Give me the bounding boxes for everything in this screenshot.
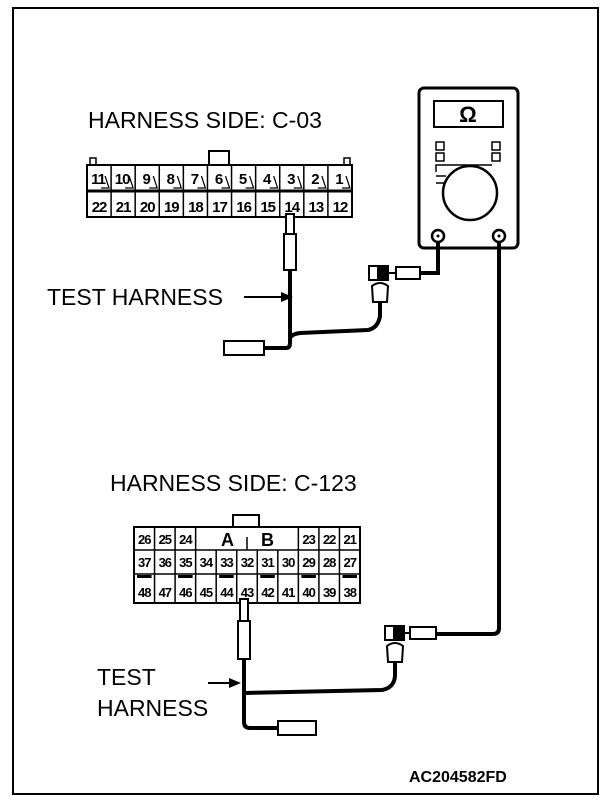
c123-pin-47: 47 [159,585,172,600]
c123-pin-28: 28 [323,555,336,570]
c123-label: HARNESS SIDE: C-123 [110,470,357,496]
c123-pin-30: 30 [282,555,295,570]
meter-indicator-1 [435,141,445,151]
c03-pin-16: 16 [236,199,251,216]
c123-pin-31: 31 [261,555,274,570]
lower-harness-arrow [208,678,241,688]
group-label-b: B [261,530,274,550]
meter-indicator-4 [491,152,501,162]
meter-indicator-3 [491,141,501,151]
c03-pin-4: 4 [263,171,272,188]
c03-label: HARNESS SIDE: C-03 [88,107,322,133]
c03-pin-22: 22 [92,199,107,216]
c123-pin-33: 33 [220,555,233,570]
c123-pin-34: 34 [200,555,214,570]
meter-indicator-2 [435,152,445,162]
c123-pin-43: 43 [241,585,254,600]
c123-pin-38: 38 [343,585,356,600]
c123-pin-39: 39 [323,585,336,600]
c03-pin-18: 18 [188,199,203,216]
c123-pin-45: 45 [200,585,213,600]
c123-pin-29: 29 [302,555,315,570]
meter-display [433,100,504,128]
c03-pin-2: 2 [311,171,319,188]
upper-alligator-clip [368,242,440,303]
c123-pin-44: 44 [220,585,234,600]
c03-pin-1: 1 [335,171,343,188]
test-harness-upper-label: TEST HARNESS [47,284,223,310]
c03-pin-5: 5 [239,171,247,188]
c123-pin-24: 24 [179,532,193,547]
c123-pin-40: 40 [302,585,315,600]
c03-pin-10: 10 [115,171,130,188]
c03-pin-11: 11 [91,171,106,188]
ohmmeter: Ω [417,86,520,250]
c03-pin-9: 9 [143,171,151,188]
c03-pin-13: 13 [309,199,324,216]
c123-pin-42: 42 [261,585,274,600]
lower-alligator-clip [384,625,437,663]
c03-pin-6: 6 [215,171,223,188]
c03-latch [208,150,230,166]
c03-pin-12: 12 [333,199,348,216]
c123-pin-41: 41 [282,585,295,600]
c123-pin-48: 48 [138,585,151,600]
c03-pin-21: 21 [116,199,131,216]
c123-pin-26: 26 [138,532,151,547]
lower-test-harness [237,598,397,736]
c123-pin-25: 25 [159,532,172,547]
c03-pin-17: 17 [212,199,227,216]
c03-pin-7: 7 [191,171,199,188]
figure-frame [12,7,599,795]
c123-pin-35: 35 [179,555,192,570]
c123-pin-46: 46 [179,585,192,600]
c03-pin-3: 3 [287,171,295,188]
c123-pin-37: 37 [138,555,151,570]
ohm-symbol: Ω [459,102,477,127]
connector-c123: 26 25 24 23 22 21 37 36 35 34 33 32 31 30 29 28 27 48 47 46… [133,514,361,604]
c03-pin-15: 15 [260,199,275,216]
upper-harness-arrow [244,292,293,302]
c03-pin-14: 14 [284,199,300,216]
c03-pin-20: 20 [140,199,155,216]
figure-code: AC204582FD [409,769,507,786]
c123-pin-27: 27 [343,555,356,570]
c123-pin-22: 22 [323,532,336,547]
c03-pin-8: 8 [167,171,175,188]
c123-pin-32: 32 [241,555,254,570]
group-label-a: A [221,530,234,550]
test-harness-lower-label-line1: TEST [97,664,156,690]
c123-latch [232,514,260,528]
right-meter-lead [436,242,501,636]
c123-pin-36: 36 [159,555,172,570]
test-harness-lower-label-line2: HARNESS [97,695,208,721]
c123-pin-21: 21 [343,532,356,547]
selector-dial [441,164,499,222]
c03-pin-19: 19 [164,199,179,216]
upper-test-harness [223,213,382,356]
c123-pin-23: 23 [302,532,315,547]
